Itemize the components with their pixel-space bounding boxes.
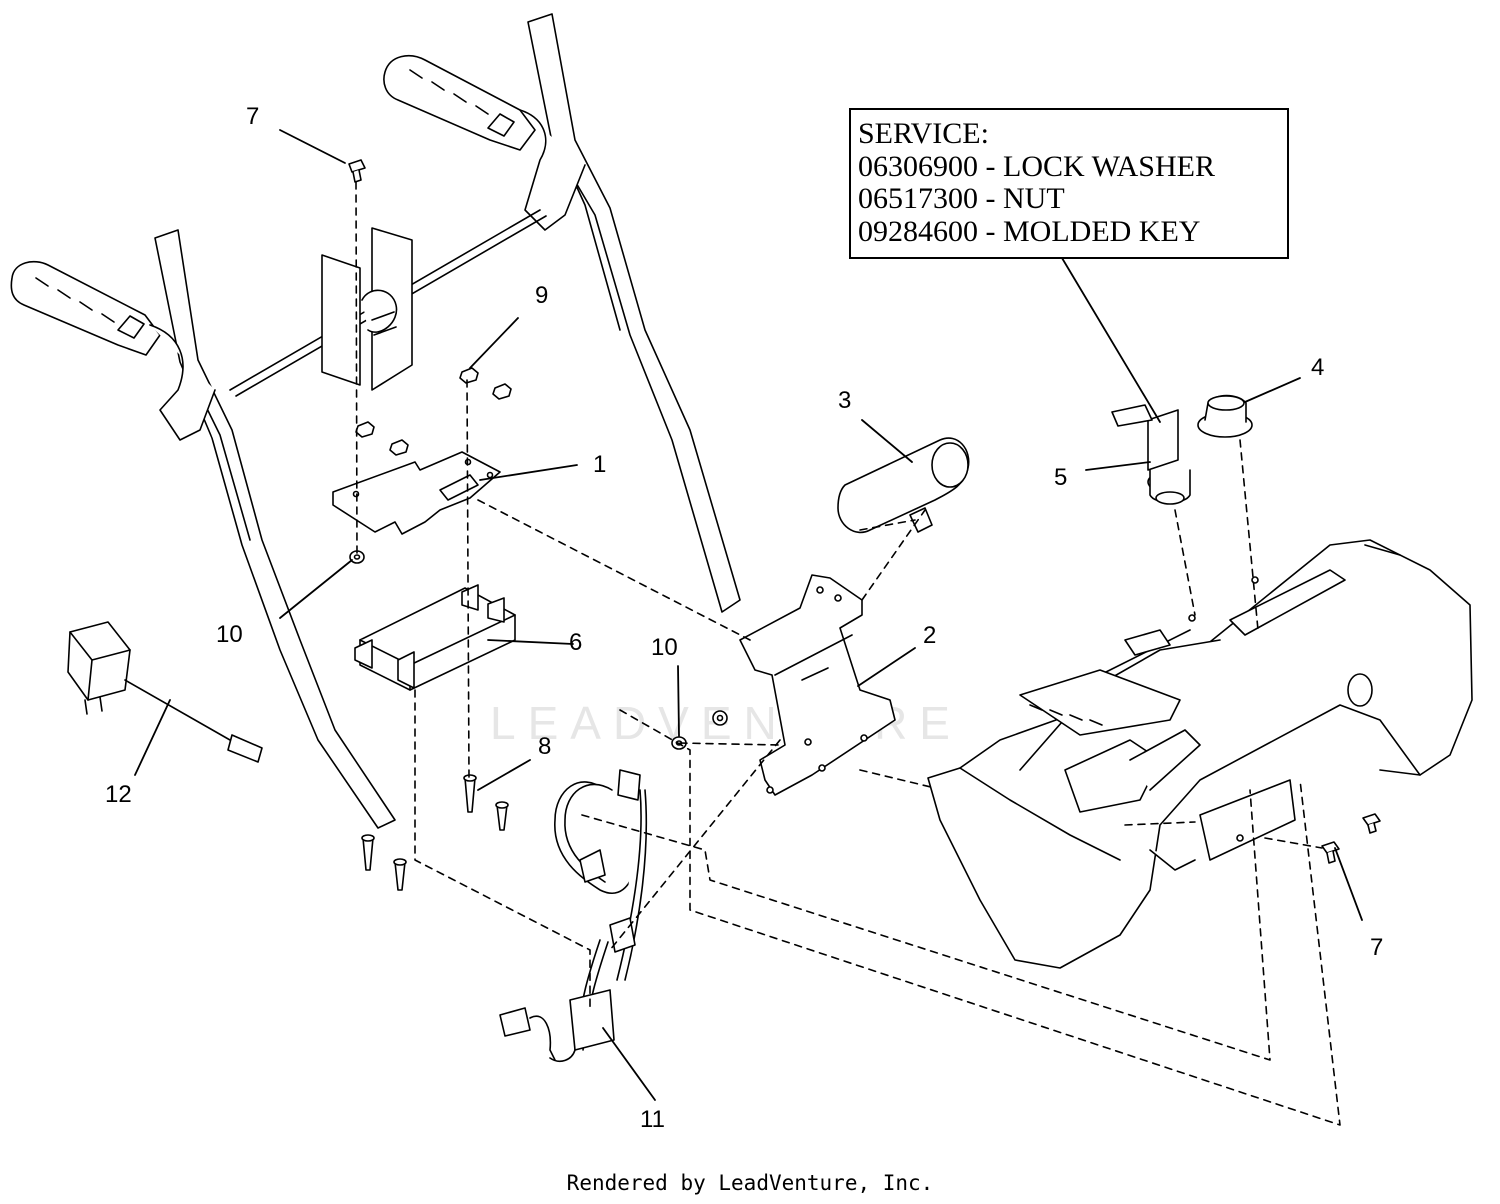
part-12-charger [67, 621, 263, 763]
callout-10-center: 10 [651, 634, 678, 661]
service-line-lock-washer: 06306900 - LOCK WASHER [858, 149, 1215, 183]
part-1-plate [332, 451, 501, 535]
callout-7-top: 7 [246, 103, 260, 130]
service-note-box: SERVICE: 06306900 - LOCK WASHER 06517300… [849, 108, 1289, 259]
assembly-lines [355, 181, 1341, 1126]
part-2-bracket [739, 574, 896, 796]
part-3-battery [837, 437, 970, 534]
callout-10-left: 10 [216, 621, 243, 648]
callout-12: 12 [105, 781, 132, 808]
callout-5: 5 [1054, 464, 1068, 491]
service-line-nut: 06517300 - NUT [858, 182, 1065, 215]
hardware [348, 159, 1381, 891]
handle-assembly [10, 13, 741, 829]
callout-11: 11 [640, 1106, 665, 1133]
callout-2: 2 [923, 622, 937, 649]
callout-3: 3 [838, 387, 852, 414]
callout-7-right: 7 [1370, 934, 1384, 961]
part-4-cap [1197, 394, 1253, 438]
service-line-molded-key: 09284600 - MOLDED KEY [858, 214, 1201, 248]
footer-credit: Rendered by LeadVenture, Inc. [566, 1171, 934, 1195]
service-heading: SERVICE: [858, 117, 989, 150]
callout-8: 8 [538, 733, 552, 760]
callout-4: 4 [1311, 354, 1325, 381]
callout-6: 6 [569, 629, 583, 656]
callout-1: 1 [593, 451, 607, 478]
dashboard-housing [927, 539, 1473, 969]
callout-9: 9 [535, 282, 549, 309]
part-5-key-switch [1111, 404, 1191, 505]
leader-lines [134, 129, 1363, 1101]
part-11-wiring-harness [499, 769, 648, 1062]
part-6-controller [354, 584, 516, 691]
